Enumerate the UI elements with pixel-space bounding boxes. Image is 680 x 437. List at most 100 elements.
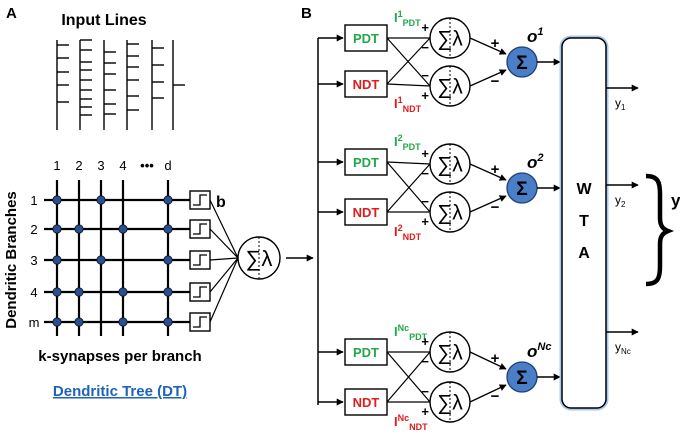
- neuron1-to-sigma: [469, 37, 507, 55]
- ndt-box: [344, 388, 388, 416]
- sign-minus: −: [421, 194, 429, 209]
- step-function: [193, 254, 207, 266]
- o-sup: Nc: [537, 341, 551, 353]
- sign-plus: +: [421, 146, 429, 161]
- panel-b-label: B: [301, 5, 312, 22]
- column-label: •••: [140, 158, 154, 173]
- o-base: o: [527, 342, 537, 361]
- synapse-dot: [74, 317, 84, 327]
- sigma-plus: +: [491, 350, 500, 367]
- neuron-symbol: ∑λ: [437, 28, 463, 51]
- synapse-dot: [163, 287, 173, 297]
- synapse-dot: [74, 287, 84, 297]
- branch-to-neuron: [209, 257, 239, 293]
- synapse-dot: [163, 317, 173, 327]
- i-pdt-label: I2PDT: [394, 133, 421, 152]
- ndt-to-neuron2: [386, 83, 431, 87]
- input-bus: [317, 34, 344, 406]
- neuron2-to-sigma: [469, 195, 507, 213]
- output-o-label: o2: [527, 152, 544, 172]
- i-pdt-label: I1PDT: [394, 9, 421, 28]
- step-function: [193, 316, 207, 328]
- neuron-symbol: ∑λ: [437, 202, 463, 225]
- i-pdt-sub: PDT: [403, 142, 422, 152]
- neuron-bottom: ∑λ: [429, 65, 471, 107]
- i-ndt-sup: 2: [398, 223, 403, 233]
- pdt-to-neuron1: [386, 161, 431, 165]
- synapse-dot: [52, 195, 62, 205]
- i-ndt-sub: NDT: [403, 104, 422, 114]
- i-pdt-base: I: [394, 324, 398, 339]
- y-brace: [645, 173, 675, 287]
- dt-neuron-symbol: ∑λ: [237, 236, 281, 280]
- i-pdt-sup: Nc: [398, 323, 410, 333]
- output-o-label: o1: [527, 26, 544, 46]
- column-label: 1: [53, 158, 60, 173]
- ndt-label: NDT: [353, 395, 380, 410]
- neuron-symbol: ∑λ: [437, 342, 463, 365]
- pdt-box: [344, 24, 388, 52]
- column-label: 3: [97, 158, 104, 173]
- i-pdt-sub: PDT: [409, 332, 428, 342]
- y-label: y: [671, 191, 680, 210]
- sign-plus: +: [421, 20, 429, 35]
- o-sup: 1: [537, 26, 543, 38]
- neuron-symbol: ∑λ: [246, 246, 273, 271]
- i-pdt-sub: PDT: [403, 18, 422, 28]
- ndt-box: [344, 198, 388, 226]
- wta-letters: WTA: [576, 181, 592, 262]
- column-label: d: [164, 158, 171, 173]
- ndt-label: NDT: [353, 205, 380, 220]
- step-function: [193, 286, 207, 298]
- i-ndt-base: I: [394, 96, 398, 111]
- ndt-to-neuron1: [386, 163, 431, 213]
- dendritic-branches-label: Dendritic Branches: [3, 191, 20, 329]
- o-base: o: [527, 27, 537, 46]
- i-pdt-sup: 1: [398, 9, 403, 19]
- output-base: y: [615, 340, 621, 354]
- branch-to-neuron: [209, 257, 239, 323]
- sigma-minus: −: [491, 73, 500, 90]
- input-lines: [56, 39, 185, 130]
- synapse-dot: [118, 317, 128, 327]
- branch-to-neuron: [209, 199, 239, 259]
- sigma-plus: +: [491, 35, 500, 52]
- neuron-top: ∑λ: [429, 331, 471, 373]
- o-sup: 2: [536, 152, 543, 164]
- i-pdt-sup: 2: [398, 133, 403, 143]
- synapse-dot: [163, 224, 173, 234]
- synapse-dot: [118, 287, 128, 297]
- i-ndt-label: I2NDT: [394, 223, 422, 242]
- output-label: yNc: [615, 340, 631, 356]
- ndt-to-neuron1: [386, 351, 431, 403]
- row-label: 1: [30, 193, 37, 208]
- neuron-bottom: ∑λ: [429, 381, 471, 423]
- output-label: y1: [615, 96, 626, 112]
- column-label: 2: [75, 158, 82, 173]
- i-ndt-label: I1NDT: [394, 95, 422, 114]
- row-label: 4: [30, 285, 37, 300]
- i-ndt-base: I: [394, 414, 398, 429]
- input-lines-title: Input Lines: [61, 12, 146, 29]
- sign-plus: +: [421, 404, 429, 419]
- neuron1-to-sigma: [469, 163, 507, 181]
- pdt-to-neuron2: [386, 37, 431, 87]
- wta-letter: W: [576, 181, 592, 198]
- output-sub: 1: [621, 103, 626, 112]
- classifier-groups: PDTNDTI1PDTI1NDT∑λ∑λ+−−++−Σo1PDTNDTI2PDT…: [344, 9, 561, 432]
- ndt-label: NDT: [353, 77, 380, 92]
- sign-plus: +: [421, 214, 429, 229]
- sigma-minus: −: [491, 199, 500, 216]
- dendritic-grid: [44, 180, 190, 336]
- synapse-dot: [52, 287, 62, 297]
- i-pdt-base: I: [394, 134, 398, 149]
- o-base: o: [527, 153, 537, 172]
- neuron-symbol: ∑λ: [437, 76, 463, 99]
- output-sub: Nc: [621, 347, 631, 356]
- sign-plus: +: [421, 88, 429, 103]
- neuron-symbol: ∑λ: [437, 392, 463, 415]
